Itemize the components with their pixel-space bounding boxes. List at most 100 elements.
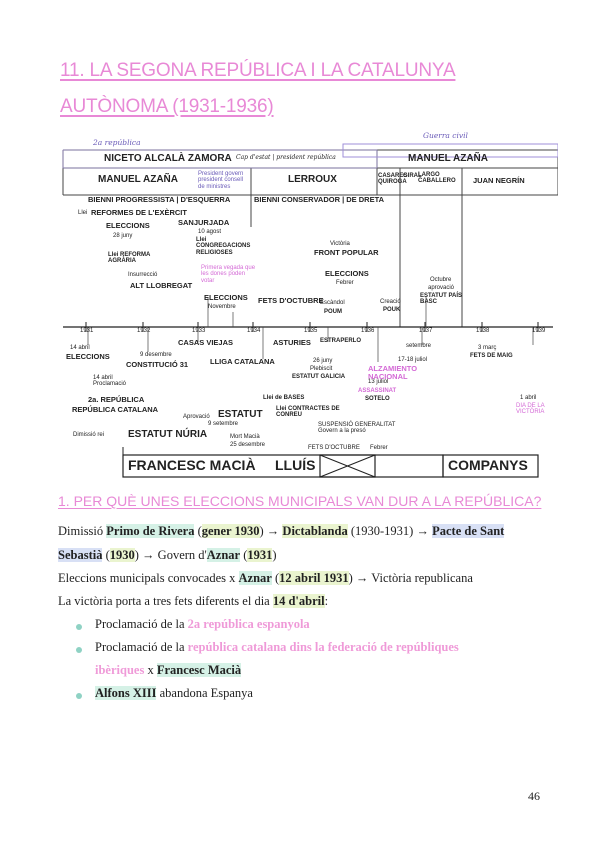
label-2a-republica: 2a. REPÚBLICA <box>88 395 145 404</box>
timeline-diagram: 2a república Guerra civil NICETO ALCALÀ … <box>58 127 558 487</box>
year-1934: 1934 <box>247 328 261 334</box>
year-1939: 1939 <box>532 328 546 334</box>
label-sanjurjada: SANJURJADA <box>178 218 230 227</box>
label-llei-contractes: Llei CONTRACTES DE CONREU <box>276 406 340 419</box>
label-dia-victoria: DIA DE LA VICTÒRIA <box>516 403 545 416</box>
gov-azana-note: President govern president consell de mi… <box>198 171 244 190</box>
label-constitucio: CONSTITUCIÓ 31 <box>126 360 189 369</box>
label-creacio: Creació <box>380 299 401 305</box>
bullet-item-3: Alfons XIII abandona Espanya <box>95 686 253 700</box>
label-17-18-juliol: 17-18 juliol <box>398 357 428 363</box>
label-pouk: POUK <box>383 307 401 313</box>
president-macia: FRANCESC MACIÀ <box>128 457 256 473</box>
year-1937: 1937 <box>419 328 433 334</box>
bullet-item-2: Proclamació de la república catalana din… <box>95 640 459 654</box>
bullet-item-1: Proclamació de la 2a república espanyola <box>95 617 310 631</box>
label-octubre: Octubre <box>430 277 452 283</box>
label-febrer-below: Febrer <box>370 445 388 451</box>
label-aprovacio-estatut: Aprovació <box>183 414 210 420</box>
label-9-setembre: 9 setembre <box>208 421 239 427</box>
label-poum-top: POUM <box>324 309 342 315</box>
label-sotelo: SOTELO <box>365 396 390 402</box>
label-llei-bases: Llei de BASES <box>263 395 305 401</box>
label-vot-dona: Primera vegada que les dones poden votar <box>201 265 256 284</box>
section-heading: 1. PER QUÈ UNES ELECCIONS MUNICIPALS VAN… <box>58 493 542 509</box>
gov-azana: MANUEL AZAÑA <box>98 174 178 185</box>
president-note: Cap d'estat | president república <box>236 154 336 161</box>
gov-negrin: JUAN NEGRÍN <box>473 176 525 185</box>
gov-giral: GIRAL <box>403 173 422 179</box>
bullet-dot <box>76 624 82 630</box>
label-9-desembre: 9 desembre <box>140 352 172 358</box>
label-llei-reforma-agraria: Llei REFORMA AGRÀRIA <box>108 252 151 265</box>
period-label-republica: 2a república <box>93 138 141 147</box>
label-3-marc: 3 març <box>478 345 497 351</box>
paragraph-1: Dimissió Primo de Rivera (gener 1930) → … <box>58 524 505 538</box>
label-insurreccio: Insurrecció <box>128 272 158 278</box>
label-llei-congregacions: Llei CONGREGACIONS RELIGIOSES <box>196 237 251 256</box>
label-sanjurjada-date: 10 agost <box>198 229 222 235</box>
label-suspensio: SUSPENSIÓ GENERALITAT Govern a la presó <box>318 422 396 435</box>
year-1931: 1931 <box>80 328 94 334</box>
period-label-guerra: Guerra civil <box>423 131 468 140</box>
bullet-item-2-continued: ibèriques x Francesc Macià <box>95 663 242 677</box>
label-eleccions-1931: ELECCIONS <box>106 221 150 230</box>
label-eleccions-1936-date: Febrer <box>336 280 354 286</box>
label-proclamacio: 14 abril Proclamació <box>93 375 127 388</box>
year-1936: 1936 <box>361 328 375 334</box>
gov-largo: LARGO CABALLERO <box>418 172 456 185</box>
label-lliga-catalana: LLIGA CATALANA <box>210 357 275 366</box>
page-title-line-2: AUTÒNOMA (1931-1936) <box>60 96 274 117</box>
label-casas-viejas: CASAS VIEJAS <box>178 338 234 347</box>
bullet-dot <box>76 693 82 699</box>
president-companys: COMPANYS <box>448 457 528 473</box>
label-alzamiento: ALZAMIENTO NACIONAL <box>368 364 418 381</box>
bienni-conservador: BIENNI CONSERVADOR | DE DRETA <box>254 195 385 204</box>
label-plebiscit: Plebiscit <box>310 366 333 372</box>
label-llei: Llei <box>78 210 88 216</box>
label-dimissio-rei: Dimissió rei <box>73 432 105 438</box>
label-25-desembre: 25 desembre <box>230 442 266 448</box>
label-assassinat: ASSASSINAT <box>358 388 397 394</box>
label-estraperlo: ESTRAPERLO <box>320 338 362 344</box>
label-fets-octubre: FETS D'OCTUBRE <box>258 296 324 305</box>
label-reformes-exercit: REFORMES DE L'EXÈRCIT <box>91 208 187 217</box>
label-estatut-basc: ESTATUT PAÍS BASC <box>420 293 462 306</box>
bienni-progressista: BIENNI PROGRESSISTA | D'ESQUERRA <box>88 195 231 204</box>
year-1935: 1935 <box>304 328 318 334</box>
president-alcala-zamora: NICETO ALCALÀ ZAMORA <box>104 153 232 164</box>
label-aprovacio: aprovació <box>428 285 455 291</box>
paragraph-4: La victòria porta a tres fets diferents … <box>58 594 329 608</box>
year-1933: 1933 <box>192 328 206 334</box>
label-asturies: ASTURIES <box>273 338 311 347</box>
label-setembre: setembre <box>406 343 432 349</box>
page-title-line-1: 11. LA SEGONA REPÚBLICA I LA CATALUNYA <box>60 60 456 81</box>
label-1-abril: 1 abril <box>520 395 537 401</box>
paragraph-3: Eleccions municipals convocades x Aznar … <box>58 571 473 585</box>
label-victoria: Victòria <box>330 241 350 247</box>
label-eleccions-1933: ELECCIONS <box>204 293 248 302</box>
label-13-juliol: 13 juliol <box>368 379 389 385</box>
timeline-lines <box>62 143 558 478</box>
label-estatut-nuria: ESTATUT NÚRIA <box>128 429 208 440</box>
label-14-abril: 14 abril <box>70 345 90 351</box>
label-eleccions-1936: ELECCIONS <box>325 269 369 278</box>
gov-casares: CASARES QUIROGA <box>378 173 408 186</box>
label-estatut-galicia: ESTATUT GALICIA <box>292 374 346 380</box>
label-eleccions-1933-date: Novembre <box>208 304 236 310</box>
label-eleccions-1931-date: 28 juny <box>113 233 133 239</box>
bullet-dot <box>76 647 82 653</box>
label-26-juny: 26 juny <box>313 358 333 364</box>
label-fets-maig: FETS DE MAIG <box>470 353 513 359</box>
label-republica-catalana: REPÚBLICA CATALANA <box>72 405 159 414</box>
label-mort-macia: Mort Macià <box>230 434 260 440</box>
label-front-popular: FRONT POPULAR <box>314 248 379 257</box>
gov-lerroux: LERROUX <box>288 174 337 185</box>
label-alt-llobregat: ALT LLOBREGAT <box>130 281 193 290</box>
label-eleccions-below: ELECCIONS <box>66 352 110 361</box>
year-1938: 1938 <box>476 328 490 334</box>
year-1932: 1932 <box>137 328 151 334</box>
paragraph-2: Sebastià (1930) → Govern d'Aznar (1931) <box>58 548 277 562</box>
label-escandol: Escàndol <box>320 300 345 306</box>
president-lluis: LLUÍS <box>275 457 316 473</box>
